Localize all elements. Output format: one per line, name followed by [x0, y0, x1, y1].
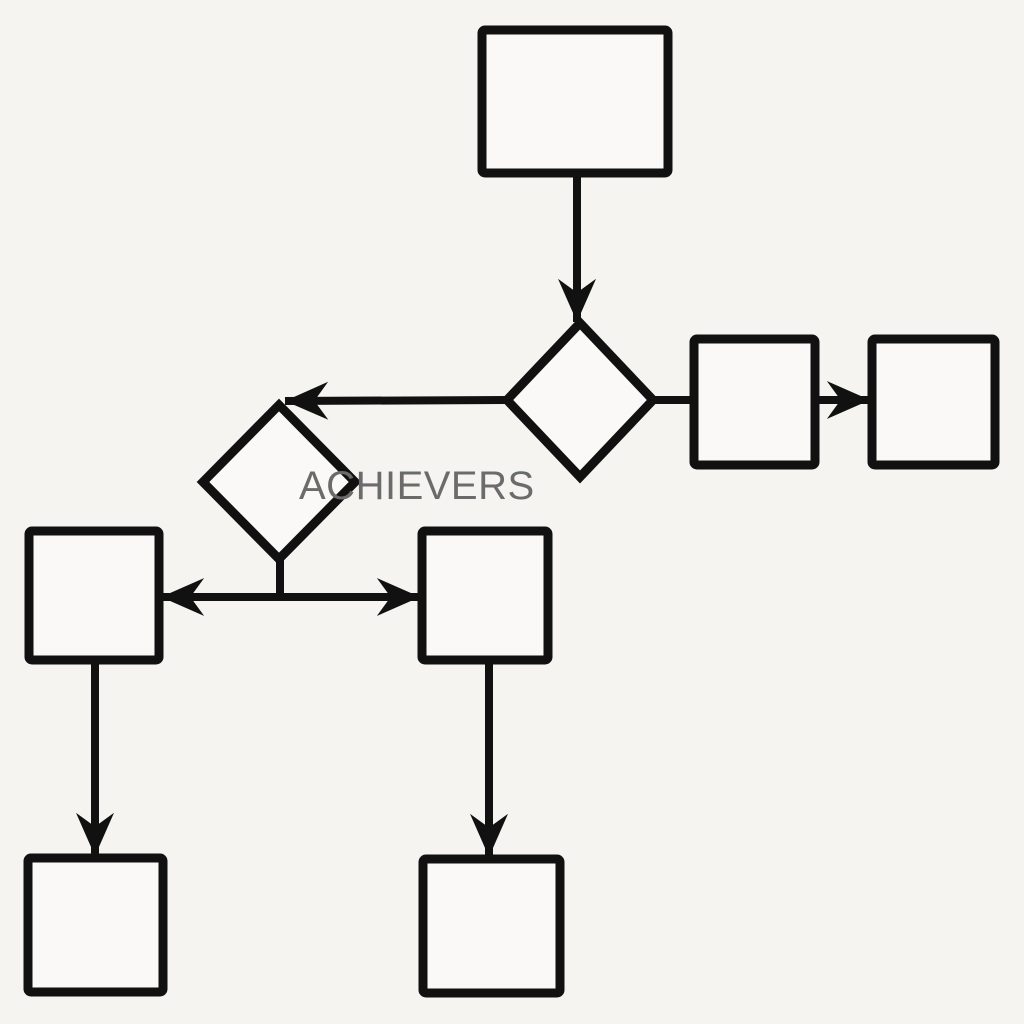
- node-box-bottom-center: [418, 854, 565, 998]
- edge-decision-to-left-decision: [284, 381, 507, 420]
- node-box-mid-left: [24, 526, 164, 665]
- node-box-bottom-left: [23, 853, 168, 997]
- node-decision-left: [196, 398, 362, 566]
- node-box-right-b: [867, 334, 1000, 470]
- watermark-text: ACHIEVERS: [299, 464, 535, 508]
- node-box-right-a: [689, 334, 820, 470]
- node-box-top: [477, 25, 673, 178]
- node-decision-main: [500, 316, 660, 484]
- node-box-mid-center: [417, 526, 553, 665]
